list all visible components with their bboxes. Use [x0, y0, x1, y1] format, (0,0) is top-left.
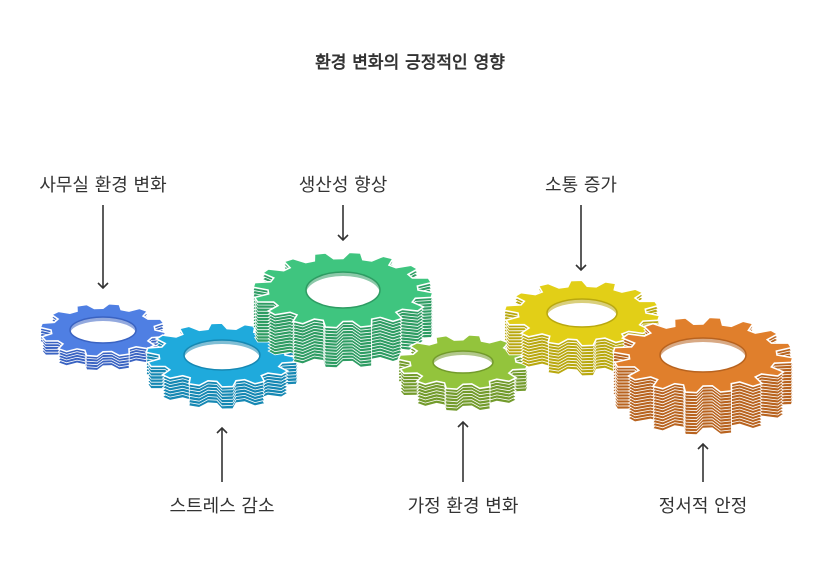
gear-hole-wall: [660, 338, 746, 359]
gear-hole-wall: [306, 272, 380, 294]
label-home-change: 가정 환경 변화: [407, 496, 519, 517]
label-stress-reduction: 스트레스 감소: [169, 496, 275, 517]
gear-product: [252, 251, 434, 369]
gear-hole-wall: [70, 317, 136, 334]
gear-hole-wall: [184, 340, 260, 359]
diagram-title: 환경 변화의 긍정적인 영향: [315, 53, 505, 73]
gear-hole-wall: [433, 351, 493, 366]
gear-office: [39, 302, 167, 371]
gear-stable: [612, 316, 794, 436]
gear-hole-wall: [547, 299, 617, 317]
gear-home: [397, 333, 529, 412]
label-communication: 소통 증가: [545, 175, 617, 196]
label-productivity: 생산성 향상: [298, 175, 388, 196]
label-emotional-stability: 정서적 안정: [658, 496, 748, 517]
label-office-change: 사무실 환경 변화: [39, 175, 167, 196]
